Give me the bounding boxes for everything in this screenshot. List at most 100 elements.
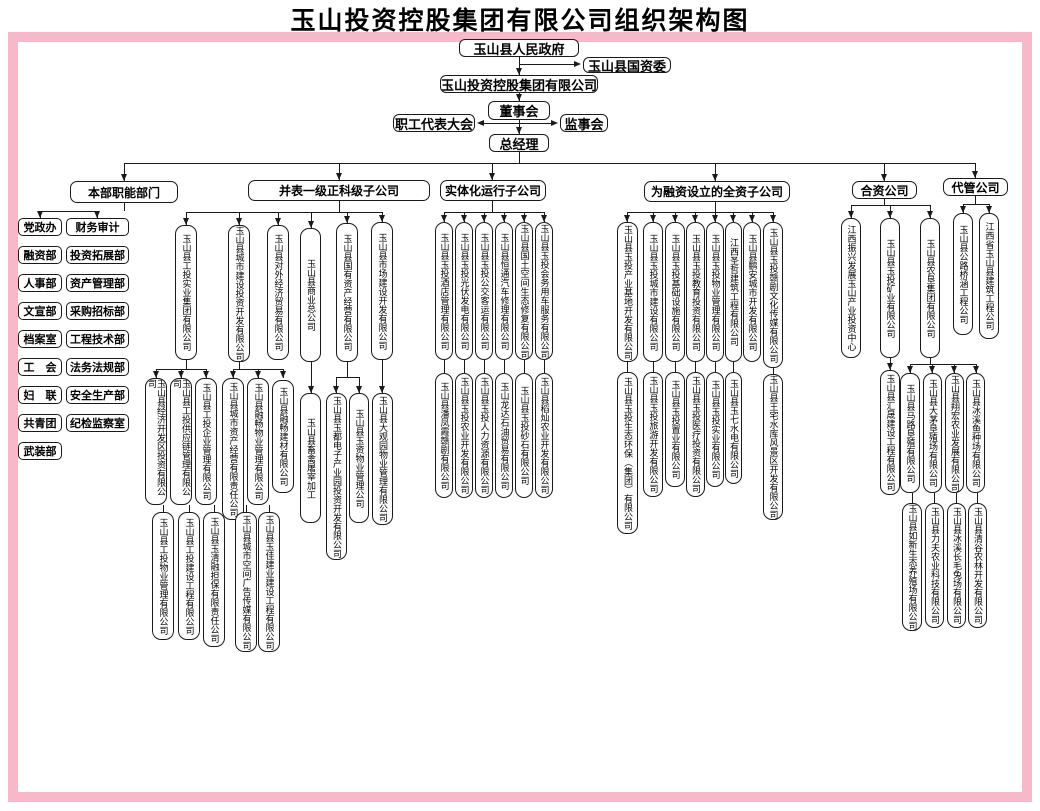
connector-line bbox=[653, 362, 654, 372]
arrowhead bbox=[274, 218, 281, 225]
arrowhead bbox=[488, 173, 495, 180]
dept-box: 工 会 bbox=[18, 358, 62, 376]
company-box: 玉山县马路垦殖有限公司 bbox=[900, 373, 920, 493]
connector-line bbox=[524, 360, 525, 373]
arrowhead bbox=[477, 119, 484, 126]
company-box: 玉山县大茅垦殖场有限公司 bbox=[923, 373, 942, 493]
company-box: 玉山县城市建设投资开发有限公司 bbox=[228, 225, 250, 362]
page-title: 玉山投资控股集团有限公司组织架构图 bbox=[290, 7, 750, 35]
company-box: 玉山县翔宏农业发展有限公司 bbox=[945, 373, 964, 493]
arrowhead bbox=[202, 371, 209, 378]
company-box: 江西振兴发展玉山产业投资中心 bbox=[841, 218, 861, 358]
arrowhead bbox=[748, 215, 755, 222]
arrowhead bbox=[500, 215, 507, 222]
connector-line bbox=[339, 201, 340, 212]
connector-line bbox=[544, 360, 545, 373]
company-box: 玉山县玉佳建业建设工程有限公司 bbox=[258, 512, 280, 652]
connector-line bbox=[484, 360, 485, 373]
company-box: 玉山县玉投人力资源有限公司 bbox=[475, 373, 493, 498]
connector-line bbox=[464, 360, 465, 373]
connector-line bbox=[444, 212, 545, 213]
dept-box: 人事部 bbox=[18, 274, 62, 292]
connector-line bbox=[40, 211, 97, 212]
arrowhead bbox=[235, 218, 242, 225]
company-box: 玉山县融畅建材有限公司 bbox=[272, 380, 294, 493]
connector-line bbox=[186, 360, 187, 369]
dept-box: 采购招标部 bbox=[66, 302, 129, 320]
arrowhead bbox=[460, 215, 467, 222]
company-box: 玉山县稻灿农业开发有限公司 bbox=[535, 373, 553, 498]
connector-line bbox=[884, 163, 885, 181]
arrowhead bbox=[120, 174, 127, 181]
connector-line bbox=[975, 196, 976, 204]
company-box: 玉山县国有资产经营有限公司 bbox=[336, 223, 358, 362]
company-box: 玉山县工投物业管理有限公司 bbox=[152, 512, 174, 640]
arrowhead bbox=[950, 366, 957, 373]
company-box: 玉山县玉投砂石有限公司 bbox=[515, 373, 533, 498]
connector-line bbox=[163, 505, 164, 512]
arrowhead bbox=[332, 386, 339, 393]
arrowhead bbox=[355, 386, 362, 393]
company-box: 玉山县玉投旅游开发有限公司 bbox=[643, 372, 663, 497]
connector-line bbox=[675, 362, 676, 372]
company-box: 玉山县力夫农业科技有限公司 bbox=[925, 503, 944, 628]
dept-box: 融资部 bbox=[18, 246, 62, 264]
arrowhead bbox=[623, 215, 630, 222]
company-box: 玉山县玉资物业管理公司 bbox=[349, 393, 369, 523]
arrowhead bbox=[440, 215, 447, 222]
company-box: 玉山龙达石油贸易有限公司 bbox=[495, 373, 513, 498]
company-box: 玉山县城市资产经营有限责任公司 bbox=[222, 378, 244, 520]
company-box: 玉山县国土空间生态修复有限公司 bbox=[515, 222, 533, 360]
arrowhead bbox=[985, 206, 992, 213]
arrowhead bbox=[959, 206, 966, 213]
section-header-managed-companies: 代管公司 bbox=[943, 178, 1008, 196]
company-box: 玉山县玉投城市建设有限公司 bbox=[643, 222, 663, 362]
company-box: 玉山县玉投医疗投资有限公司 bbox=[686, 372, 705, 497]
arrowhead bbox=[971, 171, 978, 178]
arrowhead bbox=[480, 215, 487, 222]
arrowhead bbox=[906, 366, 913, 373]
company-box: 玉山县城市空间广告传媒有限公司 bbox=[235, 512, 257, 652]
company-box: 玉山县畜禽屠宰加工 bbox=[300, 393, 321, 523]
gov-box: 玉山县人民政府 bbox=[459, 39, 579, 57]
connector-line bbox=[773, 368, 774, 374]
company-box: 玉山县玉投置业有限公司 bbox=[665, 372, 685, 487]
dept-box: 妇 联 bbox=[18, 386, 62, 404]
section-header-consolidated-subsidiaries: 并表一级正科级子公司 bbox=[248, 180, 430, 201]
arrowhead bbox=[551, 119, 558, 126]
dept-box: 财务审计 bbox=[66, 218, 129, 236]
arrowhead bbox=[36, 211, 43, 218]
connector-line bbox=[715, 362, 716, 372]
company-box: 玉山县玉投公交客运有限公司 bbox=[475, 222, 493, 360]
arrowhead bbox=[691, 215, 698, 222]
connector-line bbox=[339, 163, 340, 180]
connector-line bbox=[124, 163, 125, 181]
arrowhead bbox=[335, 173, 342, 180]
connector-line bbox=[519, 57, 520, 75]
connector-line bbox=[977, 493, 978, 503]
arrowhead bbox=[343, 216, 350, 223]
connector-line bbox=[934, 493, 935, 503]
company-box: 玉山县商业总公司 bbox=[300, 228, 321, 362]
connector-line bbox=[504, 360, 505, 373]
company-box: 玉山县玉投酒店管理有限公司 bbox=[435, 222, 453, 360]
dept-box: 档案室 bbox=[18, 330, 62, 348]
company-box: 玉山县工投企业管理有限公司 bbox=[195, 378, 217, 505]
connector-line bbox=[492, 201, 493, 212]
connector-line bbox=[492, 163, 493, 180]
company-box: 玉山县工投实业集团有限公司 bbox=[175, 225, 197, 360]
arrowhead bbox=[378, 215, 385, 222]
connector-line bbox=[483, 123, 553, 124]
company-box: 玉山县如新生态养殖场有限公司 bbox=[902, 503, 922, 631]
connector-line bbox=[851, 205, 931, 206]
connector-line bbox=[975, 163, 976, 178]
company-box: 玉山县玉投教育投资有限公司 bbox=[686, 222, 705, 362]
arrowhead bbox=[769, 215, 776, 222]
company-box: 玉山县市场建设开发有限公司 bbox=[371, 222, 393, 360]
company-box: 玉山县玉清融担保有限责任公司 bbox=[203, 512, 225, 647]
connector-line bbox=[214, 505, 215, 512]
connector-line bbox=[715, 163, 716, 181]
company-box: 玉山县公路桥涵工程公司 bbox=[953, 213, 973, 335]
arrowhead bbox=[177, 371, 184, 378]
connector-line bbox=[910, 364, 977, 365]
